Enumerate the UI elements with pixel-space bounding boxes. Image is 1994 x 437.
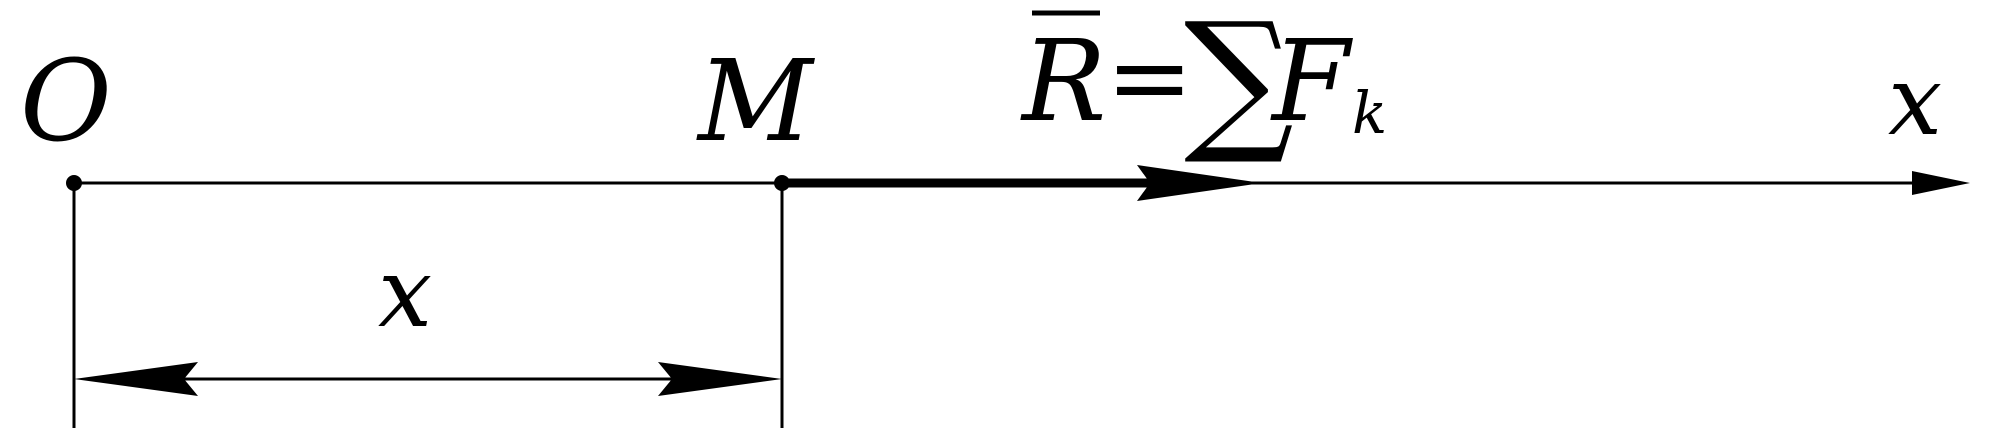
point-m-label: M [696, 37, 815, 167]
origin-label: O [20, 37, 112, 167]
resultant-vector-arrowhead [1137, 165, 1262, 201]
dimension-arrow-right [658, 362, 782, 396]
force-symbol: F [1270, 17, 1353, 147]
equals-sign: = [1106, 16, 1193, 138]
axis-label: x [1888, 45, 1942, 157]
force-subscript: k [1352, 79, 1387, 147]
x-axis-arrowhead [1912, 171, 1970, 195]
summation-symbol: ∑ [1184, 0, 1294, 169]
dimension-arrow-left [74, 362, 198, 396]
distance-label: x [378, 237, 432, 349]
resultant-symbol: R [1020, 17, 1106, 147]
